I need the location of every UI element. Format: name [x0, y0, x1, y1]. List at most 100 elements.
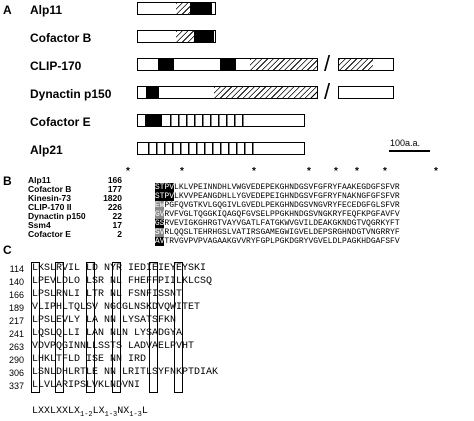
- motif-part: LX: [92, 406, 105, 417]
- lrr-row-sequence: LHKLTFLD ISE NN IRD: [32, 354, 147, 365]
- seq-segment: LKVVPEANGDHLLYGVEDEPEIGHNDGSVFGFRYFNAKNG…: [174, 192, 400, 201]
- domain-bar-cofactor-e: [137, 114, 305, 127]
- conserved-star: *: [252, 166, 256, 177]
- lrr-column-box: [149, 262, 158, 393]
- protein-label-cofactor-e: Cofactor E: [30, 115, 91, 129]
- motif-subscript: 1-2: [80, 411, 93, 419]
- seq-segment: RVEVIGKGHRGTVAYVGATLFATGKWVGVILDEAKGKNDG…: [164, 219, 400, 228]
- lrr-row-number: 263: [8, 342, 24, 352]
- lrr-row-sequence: LQSLQLLI LAN NLN LYSADGYA: [32, 328, 183, 339]
- conserved-star: *: [126, 166, 130, 177]
- alignment-start-position: 1820: [103, 193, 122, 203]
- lrr-row-number: 337: [8, 381, 24, 391]
- protein-label-alp11: Alp11: [30, 3, 63, 17]
- seq-segment: STPV: [154, 183, 175, 192]
- lrr-row-number: 241: [8, 329, 24, 339]
- lrr-row: 337 LLVLARIPSLVKLNDVNI: [0, 379, 474, 392]
- alignment-species-name: Ssm4: [28, 220, 51, 230]
- alignment-sequence: STPVLKVVPEANGDHLLYGVEDEPEIGHNDGSVFGFRYFN…: [126, 185, 400, 209]
- motif-part: NX: [117, 406, 130, 417]
- lrr-row: 166 LPSLRNLI LTR NL FSNFISSNT: [0, 288, 474, 301]
- lrr-consensus-motif: LXXLXXLX1-2LX1-3NX1-3L: [32, 406, 148, 419]
- lrr-row: 217 LPSLEVLY LA NN LYSATSFKN: [0, 314, 474, 327]
- lrr-row-sequence: LPSLRNLI LTR NL FSNFISSNT: [32, 289, 183, 300]
- lrr-repeats: [148, 143, 258, 154]
- lrr-row-sequence: LLVLARIPSLVKLNDVNI: [32, 380, 141, 391]
- motif-subscript: 1-3: [104, 411, 118, 419]
- lrr-row-sequence: VLIPHLTQLSV NGCGLNSKDVQWITET: [32, 302, 201, 313]
- lrr-alignment: 114 LKSLRVIL LD NYR IEDIEIEYEYSKI 140 LP…: [0, 262, 474, 402]
- protein-label-clip-170: CLIP-170: [30, 59, 82, 73]
- black-domain: [145, 115, 162, 126]
- lrr-row: 290 LHKLTFLD ISE NN IRD: [0, 353, 474, 366]
- seq-segment: RVFVGLTQGGKIQAGQFGVSELPPGKHNDGSVNGKRYFEQ…: [164, 210, 400, 219]
- domain-bar-clip-170-tail: [338, 58, 394, 71]
- conserved-star: *: [383, 166, 387, 177]
- seq-segment: PGFQVGTKVLGQGIVLGVEDLPEKGHNDGSVNGVRYFECE…: [164, 201, 400, 210]
- seq-segment: LKLVPEINNDHLVWGVEDEPEKGHNDGSVFGFRYFAAKEG…: [174, 183, 400, 192]
- hatched-domain: [250, 59, 317, 70]
- alignment-start-position: 166: [107, 175, 122, 185]
- alignment-species-name: CLIP-170 II: [28, 202, 72, 212]
- protein-label-cofactor-b: Cofactor B: [30, 31, 92, 45]
- lrr-row: 263 VDVPQGINNLLSSTS LADVAELPVHT: [0, 340, 474, 353]
- conserved-star: *: [334, 166, 338, 177]
- protein-label-alp21: Alp21: [30, 143, 63, 157]
- panel-label-b: B: [3, 174, 12, 188]
- lrr-row-number: 217: [8, 316, 24, 326]
- alignment-sequence: GSRVEVIGKGHRGTVAYVGATLFATGKWVGVILDEAKGKN…: [126, 212, 400, 236]
- alignment-species-name: Cofactor B: [28, 184, 72, 194]
- conserved-star: *: [434, 166, 438, 177]
- panel-label-a: A: [3, 3, 12, 17]
- alignment-sequence: SVRLQQSLTEHRHGSLVATIRSGAMEGWIGVELDEPSRGH…: [126, 221, 400, 245]
- domain-bar-dynactin-p150-main: [137, 86, 318, 99]
- alignment-start-position: 2: [117, 229, 122, 239]
- seq-segment: EW: [154, 201, 165, 210]
- lrr-column-box: [86, 262, 95, 393]
- break-mark-dynactin-p150: /: [324, 79, 331, 104]
- black-domain: [190, 3, 212, 14]
- conserved-star: *: [307, 166, 311, 177]
- alignment-species-name: Kinesin-73: [28, 193, 71, 203]
- seq-segment: GS: [154, 219, 165, 228]
- alignment-species-name: Dynactin p150: [28, 211, 86, 221]
- lrr-row: 114 LKSLRVIL LD NYR IEDIEIEYEYSKI: [0, 262, 474, 275]
- hatched-domain: [339, 59, 373, 70]
- alignment-sequence: GVRVFVGLTQGGKIQAGQFGVSELPPGKHNDGSVNGKRYF…: [126, 203, 400, 227]
- panel-label-c: C: [3, 243, 12, 257]
- scale-bar: [389, 150, 430, 152]
- seq-segment: STPV: [154, 192, 175, 201]
- domain-bar-alp21: [137, 142, 305, 155]
- black-domain: [194, 31, 214, 42]
- alignment-species-name: Cofactor E: [28, 229, 71, 239]
- lrr-row: 189 VLIPHLTQLSV NGCGLNSKDVQWITET: [0, 301, 474, 314]
- lrr-row-sequence: VDVPQGINNLLSSTS LADVAELPVHT: [32, 341, 195, 352]
- lrr-row: 140 LPEVLDLO LSR NL FHEFFPIILKLCSQ: [0, 275, 474, 288]
- alignment-start-position: 17: [112, 220, 122, 230]
- black-domain: [146, 87, 159, 98]
- domain-bar-alp11: [137, 2, 216, 15]
- alignment-block: Alp11 166 STPVLKLVPEINNDHLVWGVEDEPEKGHND…: [28, 175, 472, 246]
- scale-bar-label: 100a.a.: [390, 138, 421, 148]
- lrr-row-sequence: LPSLEVLY LA NN LYSATSFKN: [32, 315, 177, 326]
- seq-segment: RLQQSLTEHRHGSLVATIRSGAMEGWIGVELDEPSRGHND…: [164, 228, 400, 237]
- hatched-domain: [176, 3, 190, 14]
- lrr-row-sequence: LKSLRVIL LD NYR IEDIEIEYEYSKI: [32, 263, 207, 274]
- domain-bar-cofactor-b: [137, 30, 216, 43]
- lrr-column-box: [31, 262, 40, 393]
- seq-segment: SV: [154, 228, 165, 237]
- lrr-row-number: 114: [9, 264, 24, 274]
- lrr-row-number: 306: [8, 368, 24, 378]
- seq-segment: TRVGVPVPVAGAAKGVVRYFGPLPGKDGRYVGVELDLPAG…: [164, 237, 400, 246]
- conserved-star: *: [355, 166, 359, 177]
- lrr-row-sequence: LPEVLDLO LSR NL FHEFFPIILKLCSQ: [32, 276, 213, 287]
- lrr-row-number: 290: [8, 355, 24, 365]
- lrr-row-number: 166: [8, 290, 24, 300]
- lrr-row-number: 189: [8, 303, 24, 313]
- break-mark-clip-170: /: [324, 51, 331, 76]
- black-domain: [220, 59, 236, 70]
- black-domain: [158, 59, 174, 70]
- motif-subscript: 1-3: [129, 411, 142, 419]
- alignment-species-name: Alp11: [28, 175, 51, 185]
- lrr-column-box: [112, 262, 121, 393]
